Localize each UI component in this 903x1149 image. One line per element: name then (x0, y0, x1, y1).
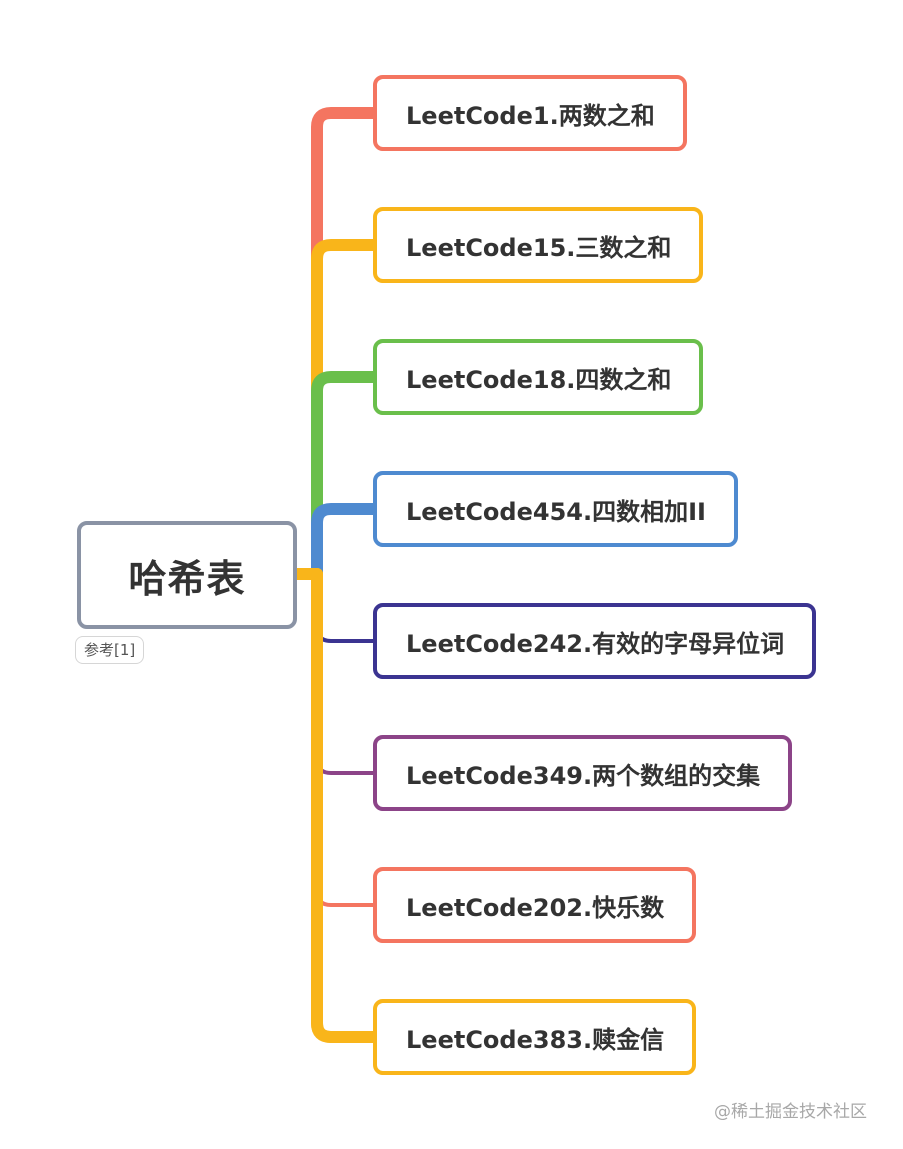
subtopic-label: LeetCode383.赎金信 (406, 1025, 665, 1054)
watermark: @稀土掘金技术社区 (714, 1102, 867, 1122)
branch-line (311, 107, 379, 580)
root-topic-node[interactable]: 哈希表 (77, 521, 297, 629)
root-topic-title: 哈希表 (128, 556, 246, 601)
subtopic-node[interactable]: LeetCode15.三数之和 (373, 207, 704, 283)
reference-tag[interactable]: 参考[1] (75, 636, 145, 664)
subtopic-node[interactable]: LeetCode202.快乐数 (373, 867, 697, 943)
subtopic-label: LeetCode15.三数之和 (406, 233, 672, 262)
subtopic-label: LeetCode349.两个数组的交集 (406, 761, 761, 790)
subtopic-node[interactable]: LeetCode349.两个数组的交集 (373, 735, 793, 811)
branch-line (311, 239, 379, 580)
branch-line (311, 503, 379, 580)
subtopic-node[interactable]: LeetCode383.赎金信 (373, 999, 697, 1075)
subtopic-label: LeetCode242.有效的字母异位词 (406, 629, 785, 658)
subtopic-label: LeetCode1.两数之和 (406, 101, 655, 130)
subtopic-node[interactable]: LeetCode242.有效的字母异位词 (373, 603, 817, 679)
subtopic-node[interactable]: LeetCode18.四数之和 (373, 339, 704, 415)
subtopic-label: LeetCode18.四数之和 (406, 365, 672, 394)
subtopic-label: LeetCode454.四数相加II (406, 497, 706, 526)
trunk-line (311, 568, 379, 1043)
subtopic-label: LeetCode202.快乐数 (406, 893, 665, 922)
subtopic-node[interactable]: LeetCode454.四数相加II (373, 471, 738, 547)
subtopic-node[interactable]: LeetCode1.两数之和 (373, 75, 687, 151)
branch-line (311, 371, 379, 580)
